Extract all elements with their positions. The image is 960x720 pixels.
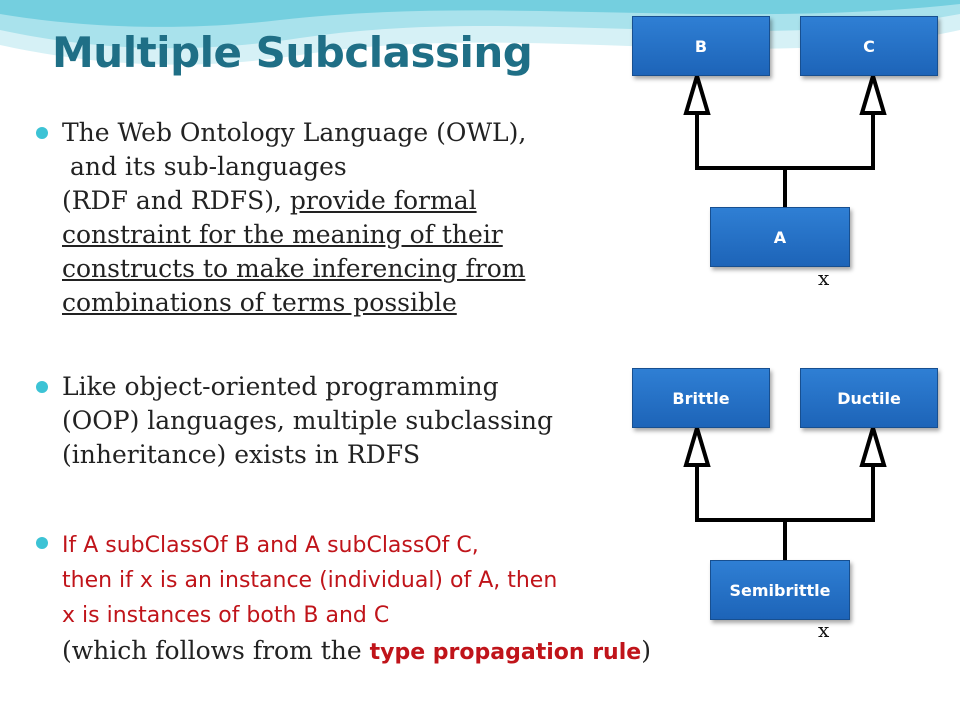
bullet-rule-text: If A subClassOf B and A subClassOf C, th… — [62, 528, 651, 670]
text-line: constraint for the meaning of their — [62, 220, 503, 249]
text-line: and its sub-languages — [62, 152, 347, 181]
bullet-oop-text: Like object-oriented programming (OOP) l… — [62, 370, 647, 472]
class-box-b: B — [632, 16, 770, 76]
slide-title: Multiple Subclassing — [52, 28, 533, 77]
class-box-ductile: Ductile — [800, 368, 938, 428]
class-box-brittle: Brittle — [632, 368, 770, 428]
text-line: (inheritance) exists in RDFS — [62, 440, 421, 469]
text-line: constructs to make inferencing from — [62, 254, 526, 283]
class-box-c: C — [800, 16, 938, 76]
text-line: Like object-oriented programming — [62, 372, 499, 401]
instance-label-x: x — [818, 266, 830, 290]
text-line: x is instances of both B and C — [62, 603, 390, 628]
bullet-owl-text: The Web Ontology Language (OWL), and its… — [62, 116, 647, 320]
bullet-marker — [36, 537, 48, 549]
class-box-semibrittle: Semibrittle — [710, 560, 850, 620]
bullet-marker — [36, 127, 48, 139]
text-line: combinations of terms possible — [62, 288, 457, 317]
text-line: then if x is an instance (individual) of… — [62, 568, 558, 593]
text-line: The Web Ontology Language (OWL), — [62, 118, 527, 147]
text-line: (OOP) languages, multiple subclassing — [62, 406, 553, 435]
instance-label-x: x — [818, 618, 830, 642]
text-line: (which follows from the type propagation… — [62, 636, 651, 665]
class-box-a: A — [710, 207, 850, 267]
bullet-marker — [36, 381, 48, 393]
text-line: (RDF and RDFS), provide formal — [62, 186, 477, 215]
text-line: If A subClassOf B and A subClassOf C, — [62, 533, 479, 558]
